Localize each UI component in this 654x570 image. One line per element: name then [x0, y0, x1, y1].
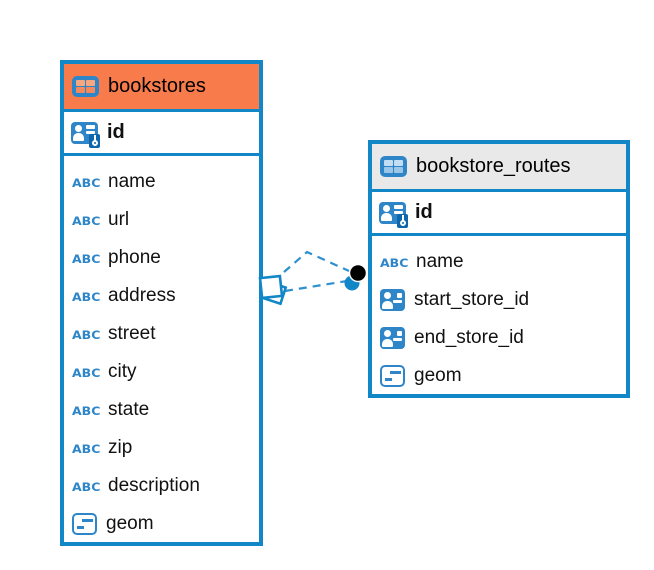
column-list: ABC name start_store_id end_store_id geo…	[372, 236, 626, 395]
column-row-description[interactable]: ABC description	[64, 467, 259, 505]
column-name: end_store_id	[414, 326, 524, 348]
text-icon: ABC	[72, 402, 101, 418]
text-icon: ABC	[72, 364, 101, 380]
text-icon: ABC	[72, 326, 101, 342]
column-row-state[interactable]: ABC state	[64, 391, 259, 429]
column-name: description	[108, 474, 200, 496]
text-icon: ABC	[72, 250, 101, 266]
column-row-address[interactable]: ABC address	[64, 277, 259, 315]
column-row-geom[interactable]: geom	[372, 357, 626, 395]
text-icon: ABC	[72, 288, 101, 304]
table-title: bookstores	[108, 74, 206, 97]
relation-many-marker[interactable]	[258, 274, 288, 306]
text-icon: ABC	[72, 440, 101, 456]
column-list: ABC name ABC url ABC phone ABC address A…	[64, 156, 259, 543]
column-name: zip	[108, 436, 133, 458]
table-icon	[380, 156, 407, 177]
geometry-icon	[380, 365, 405, 387]
column-row-name[interactable]: ABC name	[372, 243, 626, 281]
column-name: city	[108, 360, 137, 382]
column-name: state	[108, 398, 150, 420]
table-bookstore-routes[interactable]: bookstore_routes id ABC name start_store…	[368, 140, 630, 398]
geometry-icon	[72, 513, 97, 535]
pk-column-name: id	[415, 200, 433, 223]
person-ref-icon	[380, 289, 405, 311]
person-ref-icon	[380, 327, 405, 349]
column-name: phone	[108, 246, 161, 268]
column-row-end-store-id[interactable]: end_store_id	[372, 319, 626, 357]
text-icon: ABC	[380, 254, 409, 270]
pk-row-id[interactable]: id	[372, 192, 626, 236]
person-key-icon	[379, 201, 408, 228]
column-name: geom	[414, 364, 462, 386]
column-name: start_store_id	[414, 288, 530, 310]
column-row-url[interactable]: ABC url	[64, 201, 259, 239]
column-name: name	[416, 250, 464, 272]
relationship-line-upper[interactable]	[283, 250, 350, 273]
column-name: address	[108, 284, 176, 306]
column-row-city[interactable]: ABC city	[64, 353, 259, 391]
pk-column-name: id	[107, 120, 125, 143]
column-row-name[interactable]: ABC name	[64, 163, 259, 201]
table-bookstore-routes-header[interactable]: bookstore_routes	[372, 144, 626, 192]
table-icon	[72, 76, 99, 97]
table-title: bookstore_routes	[416, 154, 571, 177]
relation-dot-black[interactable]	[348, 263, 368, 283]
column-name: url	[108, 208, 130, 230]
column-row-geom[interactable]: geom	[64, 505, 259, 543]
relationship-line-lower[interactable]	[284, 279, 348, 293]
column-row-street[interactable]: ABC street	[64, 315, 259, 353]
person-key-icon	[71, 121, 100, 148]
table-bookstores[interactable]: bookstores id ABC name ABC url ABC phone	[60, 60, 263, 546]
table-bookstores-header[interactable]: bookstores	[64, 64, 259, 112]
text-icon: ABC	[72, 174, 101, 190]
column-name: name	[108, 170, 156, 192]
text-icon: ABC	[72, 478, 101, 494]
column-row-phone[interactable]: ABC phone	[64, 239, 259, 277]
pk-row-id[interactable]: id	[64, 112, 259, 156]
column-row-start-store-id[interactable]: start_store_id	[372, 281, 626, 319]
text-icon: ABC	[72, 212, 101, 228]
column-name: street	[108, 322, 156, 344]
column-name: geom	[106, 512, 154, 534]
column-row-zip[interactable]: ABC zip	[64, 429, 259, 467]
